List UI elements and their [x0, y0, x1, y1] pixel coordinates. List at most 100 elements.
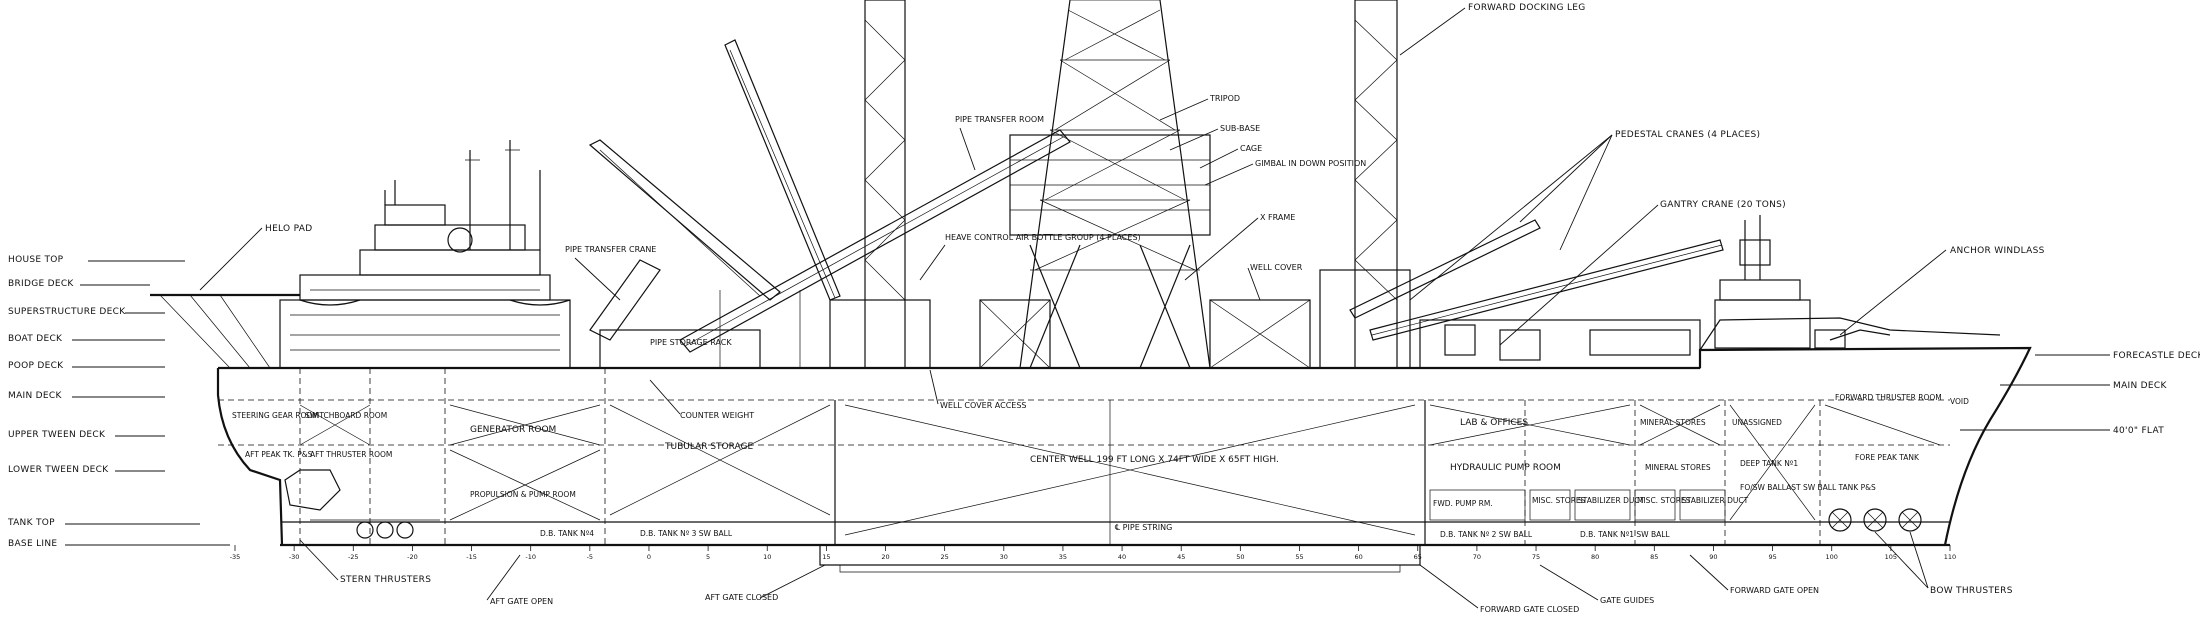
aft-superstructure — [150, 140, 571, 369]
callout-gantry-crane: GANTRY CRANE (20 TONS) — [1660, 200, 1786, 210]
room-mineral-stores-2: MINERAL STORES — [1645, 463, 1711, 472]
callout-pedestal-cranes: PEDESTAL CRANES (4 PLACES) — [1615, 130, 1760, 140]
callout-aft-gate-closed: AFT GATE CLOSED — [705, 593, 778, 602]
callout-anchor-windlass: ANCHOR WINDLASS — [1950, 246, 2045, 256]
right-label-main-deck: MAIN DECK — [2113, 381, 2167, 391]
room-void: VOID — [1950, 397, 1969, 406]
deck-level-labels: HOUSE TOP BRIDGE DECK SUPERSTRUCTURE DEC… — [7, 255, 230, 549]
room-deep-tank: DEEP TANK Nº1 — [1740, 459, 1798, 468]
frame-tick-label: 85 — [1650, 553, 1658, 561]
frame-tick-label: -20 — [407, 553, 418, 561]
room-unassigned: UNASSIGNED — [1732, 418, 1782, 427]
room-tubular-storage: TUBULAR STORAGE — [664, 442, 753, 452]
room-fwd-pump: FWD. PUMP RM. — [1433, 499, 1493, 508]
deck-label-upper-tween-deck: UPPER TWEEN DECK — [8, 430, 106, 440]
right-label-forecastle-deck: FORECASTLE DECK — [2113, 351, 2200, 361]
deck-label-lower-tween-deck: LOWER TWEEN DECK — [8, 465, 109, 475]
room-stabilizer-1: STABILIZER DUCT — [1578, 496, 1645, 505]
callout-pipe-transfer-room: PIPE TRANSFER ROOM — [955, 115, 1044, 124]
callout-gimbal: GIMBAL IN DOWN POSITION — [1255, 159, 1366, 168]
frame-tick-label: -35 — [230, 553, 241, 561]
frame-tick-label: 30 — [1000, 553, 1008, 561]
callout-bow-thrusters: BOW THRUSTERS — [1930, 586, 2013, 596]
room-db-tank-2: D.B. TANK Nº 2 SW BALL — [1440, 530, 1533, 539]
room-center-well: CENTER WELL 199 FT LONG X 74FT WIDE X 65… — [1030, 455, 1279, 465]
callout-stern-thrusters: STERN THRUSTERS — [340, 575, 431, 585]
deck-equipment — [599, 269, 1701, 369]
callout-pipe-storage-rack: PIPE STORAGE RACK — [650, 338, 732, 347]
callout-x-frame: X FRAME — [1260, 213, 1295, 222]
frame-tick-label: 80 — [1591, 553, 1599, 561]
callout-cage: CAGE — [1240, 144, 1262, 153]
frame-tick-label: 45 — [1177, 553, 1185, 561]
frame-tick-label: 95 — [1768, 553, 1776, 561]
frame-tick-label: 0 — [647, 553, 651, 561]
callout-forward-docking-leg: FORWARD DOCKING LEG — [1468, 3, 1586, 13]
callout-helo-pad: HELO PAD — [265, 224, 312, 234]
callout-tripod: TRIPOD — [1209, 94, 1240, 103]
frame-tick-label: -5 — [587, 553, 593, 561]
frame-tick-label: 40 — [1118, 553, 1126, 561]
frame-tick-label: 5 — [706, 553, 710, 561]
room-hydraulic-pump: HYDRAULIC PUMP ROOM — [1450, 463, 1561, 473]
deck-label-bridge-deck: BRIDGE DECK — [8, 279, 74, 289]
frame-tick-label: 75 — [1532, 553, 1540, 561]
frame-tick-label: 65 — [1414, 553, 1422, 561]
deck-label-tank-top: TANK TOP — [7, 518, 55, 528]
deck-label-boat-deck: BOAT DECK — [8, 334, 63, 344]
room-forward-thruster: FORWARD THRUSTER ROOM — [1835, 393, 1942, 402]
frame-tick-label: 20 — [881, 553, 889, 561]
frame-tick-label: -30 — [289, 553, 300, 561]
callout-gate-guides: GATE GUIDES — [1600, 596, 1654, 605]
callout-sub-base: SUB-BASE — [1220, 124, 1260, 133]
frame-tick-label: 105 — [1885, 553, 1897, 561]
callout-forward-gate-open: FORWARD GATE OPEN — [1730, 586, 1819, 595]
callout-pipe-string: ℄ PIPE STRING — [1115, 523, 1172, 532]
room-labels: STEERING GEAR ROOM SWITCHBOARD ROOM GENE… — [232, 393, 1969, 539]
frame-tick-label: 90 — [1709, 553, 1717, 561]
callout-well-cover: WELL COVER — [1250, 263, 1303, 272]
frame-tick-label: 10 — [763, 553, 771, 561]
compartments — [299, 368, 1941, 545]
room-misc-stores-2: MISC. STORES — [1637, 496, 1691, 505]
callouts: HELO PAD PIPE TRANSFER CRANE PIPE TRANSF… — [199, 3, 2045, 614]
forward-superstructure — [1714, 215, 1891, 349]
frame-tick-label: -25 — [348, 553, 359, 561]
room-db-tank-3: D.B. TANK Nº 3 SW BALL — [640, 529, 733, 538]
room-lab-offices: LAB & OFFICES — [1460, 418, 1528, 428]
room-db-tank-4: D.B. TANK Nº4 — [540, 529, 594, 538]
room-fore-peak: FORE PEAK TANK — [1855, 453, 1920, 462]
docking-legs — [864, 0, 1398, 369]
frame-tick-label: 110 — [1944, 553, 1956, 561]
room-stabilizer-2: STABILIZER DUCT — [1682, 496, 1749, 505]
frame-tick-label: 25 — [941, 553, 949, 561]
callout-well-cover-access: WELL COVER ACCESS — [940, 401, 1027, 410]
frame-tick-label: 35 — [1059, 553, 1067, 561]
frame-tick-label: 50 — [1236, 553, 1244, 561]
callout-aft-gate-open: AFT GATE OPEN — [490, 597, 553, 606]
deck-label-superstructure-deck: SUPERSTRUCTURE DECK — [8, 307, 126, 317]
room-switchboard: SWITCHBOARD ROOM — [305, 411, 387, 420]
bow-thruster-units — [1828, 508, 1922, 532]
room-steering-gear: STEERING GEAR ROOM — [232, 411, 319, 420]
deck-label-main-deck: MAIN DECK — [8, 391, 62, 401]
cranes — [588, 39, 1724, 353]
callout-counter-weight: COUNTER WEIGHT — [680, 411, 754, 420]
right-level-labels: FORECASTLE DECK MAIN DECK 40'0" FLAT — [1960, 351, 2200, 436]
room-db-tank-1: D.B. TANK Nº1 SW BALL — [1580, 530, 1670, 539]
callout-heave-control: HEAVE CONTROL AIR BOTTLE GROUP (4 PLACES… — [945, 233, 1141, 242]
room-generator: GENERATOR ROOM — [470, 425, 556, 435]
deck-label-house-top: HOUSE TOP — [8, 255, 64, 265]
room-aft-thruster: AFT THRUSTER ROOM — [310, 450, 392, 459]
deck-label-poop-deck: POOP DECK — [8, 361, 64, 371]
right-label-40ft-flat: 40'0" FLAT — [2113, 426, 2164, 436]
room-propulsion-pump: PROPULSION & PUMP ROOM — [470, 490, 576, 499]
frame-tick-label: -15 — [466, 553, 477, 561]
stern-machinery — [284, 469, 440, 539]
room-misc-stores: MISC. STORES — [1532, 496, 1586, 505]
room-ballast-tank: FO/SW BALLAST SW BALL TANK P&S — [1740, 483, 1876, 492]
frame-tick-label: -10 — [525, 553, 536, 561]
frame-tick-label: 100 — [1826, 553, 1838, 561]
